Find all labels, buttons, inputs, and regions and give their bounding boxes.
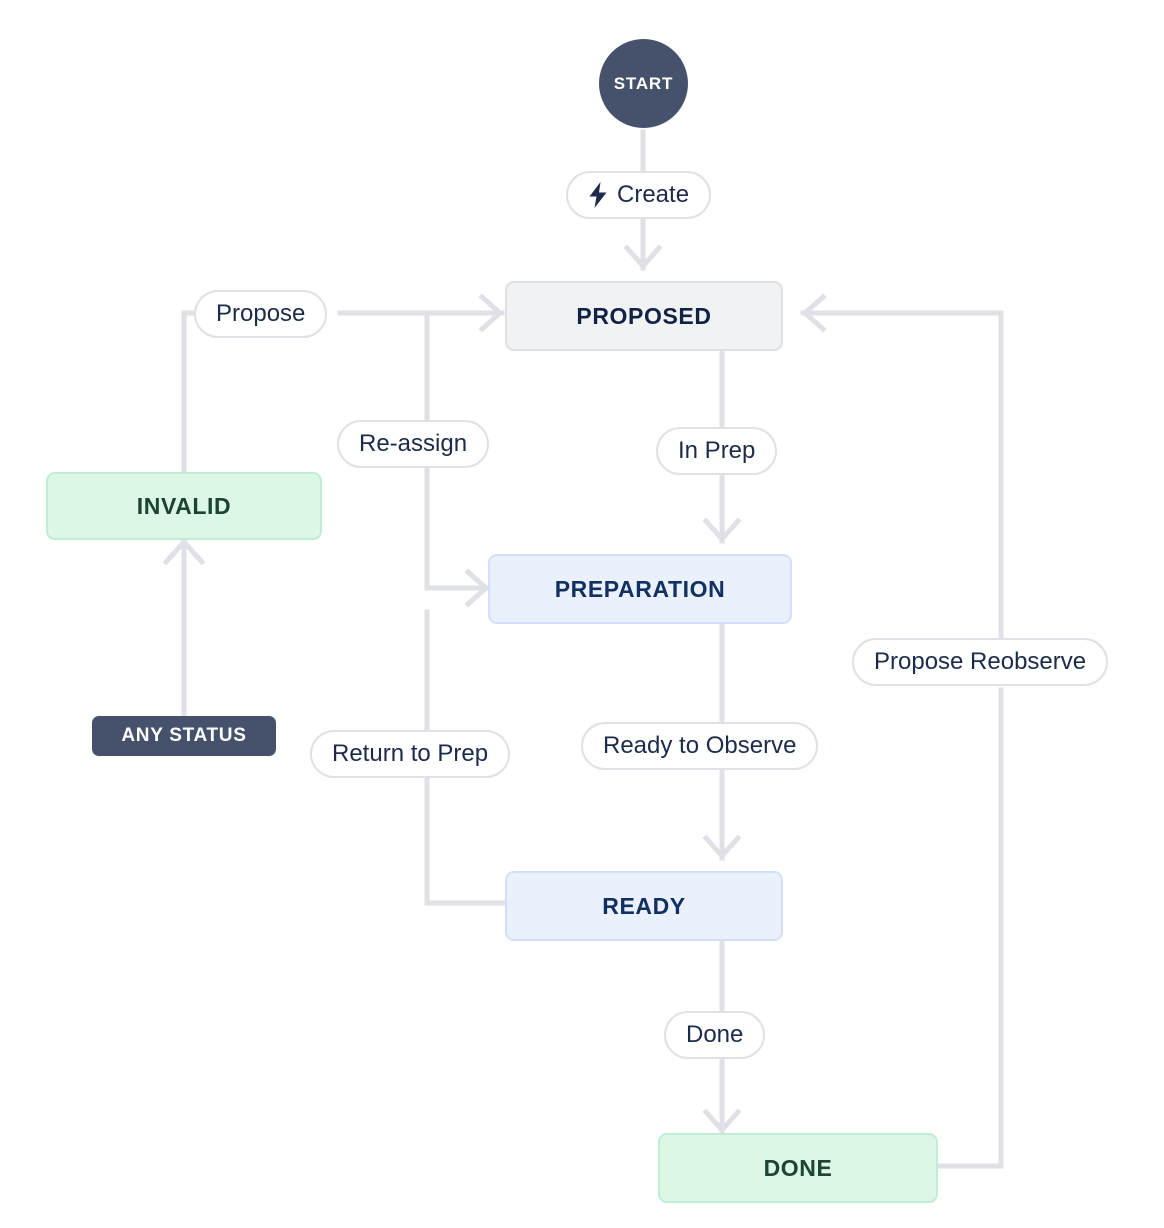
node-start[interactable]: START <box>599 39 688 128</box>
transition-ready-to-observe[interactable]: Ready to Observe <box>581 722 819 770</box>
arrowhead-create-to-proposed <box>623 244 663 270</box>
node-invalid[interactable]: INVALID <box>46 472 322 540</box>
transition-done-label: Done <box>686 1021 744 1048</box>
transition-create[interactable]: Create <box>566 171 712 219</box>
transition-ready-to-observe-label: Ready to Observe <box>603 732 797 759</box>
node-done[interactable]: DONE <box>658 1133 938 1203</box>
arrowhead-propose-to-proposed <box>478 293 504 333</box>
edge-reobserve-to-proposed <box>800 310 1004 643</box>
lightning-bolt-icon <box>588 182 608 208</box>
edge-ready-to-returntoprep <box>424 777 508 906</box>
arrowhead-anystatus-to-invalid <box>162 538 206 566</box>
transition-propose-label: Propose <box>216 300 306 327</box>
transition-propose-reobserve[interactable]: Propose Reobserve <box>852 638 1109 686</box>
transition-re-assign-label: Re-assign <box>359 430 468 457</box>
node-invalid-label: INVALID <box>136 492 232 519</box>
node-any-status-label: ANY STATUS <box>121 725 247 746</box>
transition-return-to-prep[interactable]: Return to Prep <box>310 730 511 778</box>
arrowhead-reassign-to-preparation <box>464 568 490 608</box>
transition-in-prep[interactable]: In Prep <box>656 427 778 475</box>
arrowhead-rto-to-ready <box>702 834 742 860</box>
transition-in-prep-label: In Prep <box>678 437 756 464</box>
node-proposed[interactable]: PROPOSED <box>505 281 783 351</box>
node-start-label: START <box>613 73 674 93</box>
arrowhead-reobserve-to-proposed <box>801 293 827 333</box>
node-ready[interactable]: READY <box>505 871 783 941</box>
node-proposed-label: PROPOSED <box>576 302 712 329</box>
transition-done[interactable]: Done <box>664 1011 766 1059</box>
transition-propose-reobserve-label: Propose Reobserve <box>874 648 1087 675</box>
transition-re-assign[interactable]: Re-assign <box>337 420 490 468</box>
node-any-status[interactable]: ANY STATUS <box>92 716 276 756</box>
node-done-label: DONE <box>763 1154 833 1181</box>
transition-create-label: Create <box>617 181 690 208</box>
transition-propose[interactable]: Propose <box>194 290 328 338</box>
edge-invalid-to-propose <box>181 310 199 475</box>
edge-done-to-reobserve <box>935 687 1004 1169</box>
edge-reassign-to-preparation <box>424 467 491 591</box>
arrowhead-donepill-to-done <box>702 1108 742 1134</box>
node-preparation-label: PREPARATION <box>554 575 726 602</box>
arrowhead-inprep-to-preparation <box>702 517 742 543</box>
node-preparation[interactable]: PREPARATION <box>488 554 792 624</box>
node-ready-label: READY <box>602 892 686 919</box>
transition-return-to-prep-label: Return to Prep <box>332 740 489 767</box>
